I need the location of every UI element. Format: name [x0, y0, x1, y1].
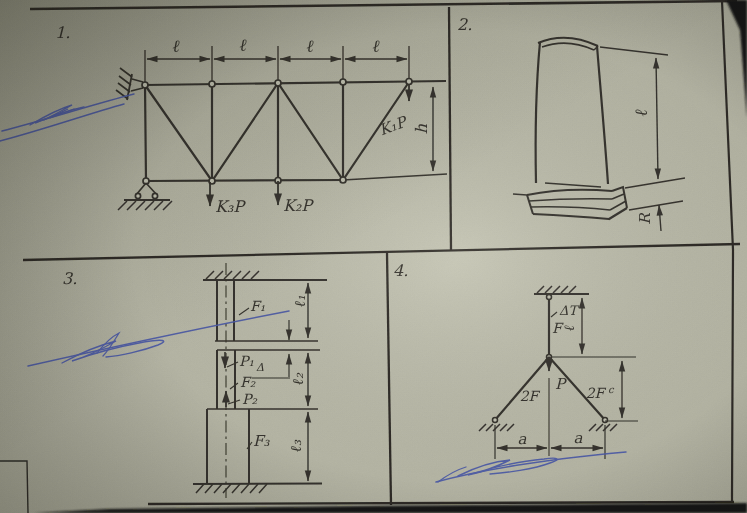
corner-shade: [0, 0, 747, 513]
photo-of-worksheet: 1. ℓ ℓ ℓ ℓ: [0, 0, 747, 513]
